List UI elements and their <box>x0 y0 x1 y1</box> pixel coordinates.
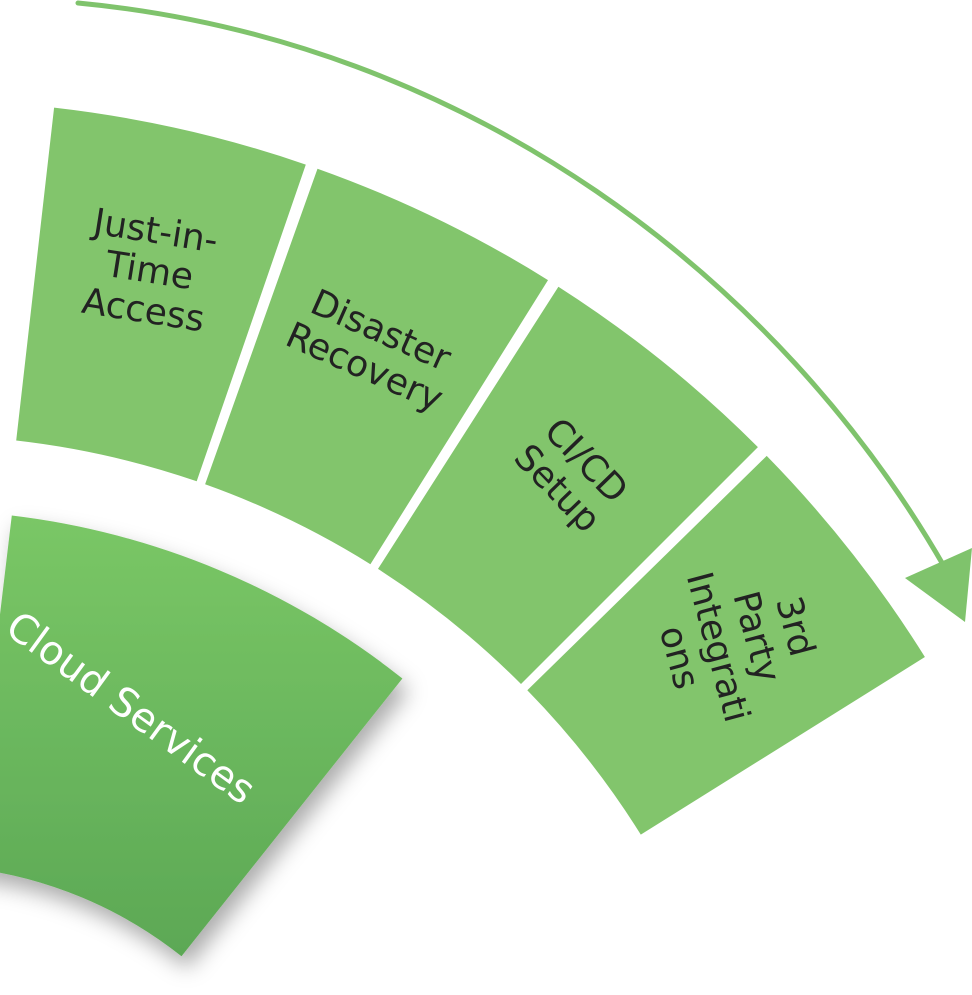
segment-label-third: 3rdPartyIntegrations <box>639 547 834 737</box>
segment-dr: DisasterRecovery <box>205 168 548 565</box>
cloud-services-core: Cloud Services <box>0 515 403 957</box>
segment-wedge-third <box>527 455 925 835</box>
segment-third: 3rdPartyIntegrations <box>527 455 925 835</box>
segment-jit: Just-in-TimeAccess <box>16 107 306 482</box>
segment-wedge-jit <box>16 107 306 482</box>
segment-cicd: CI/CDSetup <box>378 286 758 684</box>
segment-wedge-dr <box>205 168 548 565</box>
flow-arrow-head-icon <box>905 548 972 622</box>
segment-wedge-cicd <box>378 286 758 684</box>
flow-arrow <box>75 0 948 571</box>
core-wedge <box>0 515 403 957</box>
